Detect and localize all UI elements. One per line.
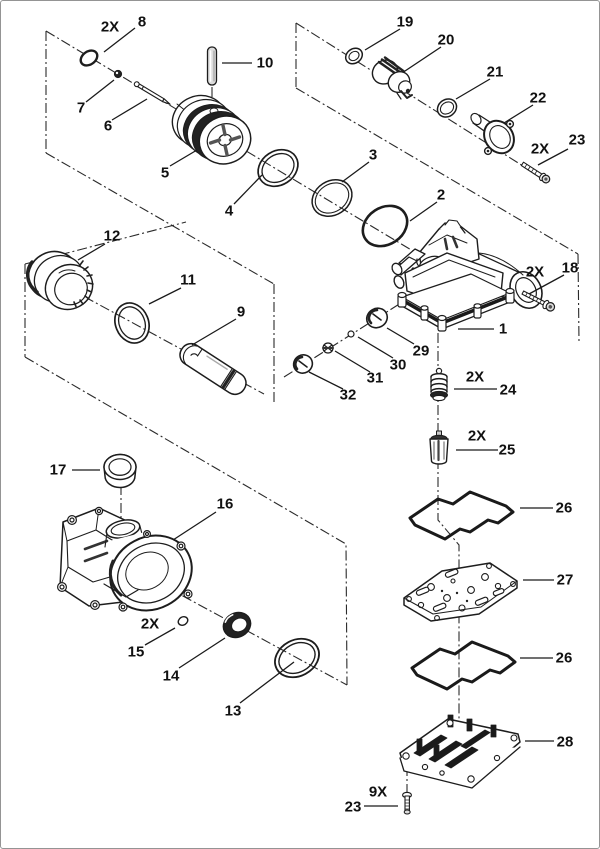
qty-label-24: 2X [465, 368, 485, 386]
callout-9: 9 [236, 303, 246, 321]
part-3-oring [311, 178, 353, 218]
callout-8: 8 [137, 13, 147, 31]
part-23-screw-bottom [402, 791, 413, 815]
callout-27: 27 [556, 571, 574, 589]
callout-12: 12 [103, 227, 121, 245]
part-26-gasket-lower [410, 640, 517, 691]
callout-11: 11 [180, 271, 196, 289]
part-20-solenoid [371, 56, 413, 100]
plane-a-bottom-edge [45, 152, 275, 285]
part-10-pin [206, 46, 218, 86]
part-26-gasket-upper [408, 490, 515, 541]
axis-top-right [295, 22, 551, 184]
part-27-plate [403, 562, 518, 622]
callout-22: 22 [529, 89, 547, 107]
qty-label-23: 2X [530, 140, 550, 158]
part-17-bushing [103, 453, 137, 489]
callout-32: 32 [339, 386, 357, 404]
qty-label-15: 2X [140, 615, 160, 633]
part-8-oring [79, 49, 99, 67]
part-16-housing [56, 506, 193, 612]
callout-3: 3 [368, 146, 378, 164]
plane-b-right-edge [577, 253, 580, 343]
callout-21: 21 [486, 63, 504, 81]
part-21-oring [436, 98, 458, 118]
callout-24: 24 [499, 381, 517, 399]
callout-13: 13 [224, 702, 242, 720]
callout-18: 18 [561, 259, 579, 277]
callout-23: 23 [568, 131, 586, 149]
part-22-retainer [470, 112, 515, 156]
callout-5: 5 [160, 164, 170, 182]
part-7-washer [113, 69, 123, 79]
plane-b-bottom-edge [295, 87, 579, 255]
part-14-seal [222, 611, 252, 639]
qty-label-18: 2X [525, 263, 545, 281]
callout-16: 16 [216, 495, 234, 513]
part-23-screw-top [520, 161, 551, 184]
part-28-manifold [399, 714, 521, 789]
callout-26-lower: 26 [555, 649, 573, 667]
callout-2: 2 [436, 186, 446, 204]
qty-label-23-bottom: 9X [368, 783, 388, 801]
part-24-spring [430, 367, 448, 402]
callout-29: 29 [412, 342, 430, 360]
part-11-oring [114, 302, 150, 344]
callout-30: 30 [389, 356, 407, 374]
callout-17: 17 [49, 461, 67, 479]
part-30-ball [347, 330, 355, 338]
part-31-fitting [322, 342, 334, 354]
callout-1: 1 [498, 320, 508, 338]
callout-14: 14 [162, 667, 180, 685]
callout-6: 6 [103, 117, 113, 135]
part-25-valve [429, 430, 449, 465]
callout-15: 15 [127, 643, 145, 661]
callout-20: 20 [437, 31, 455, 49]
callout-4: 4 [224, 202, 234, 220]
part-15-oring [177, 616, 189, 626]
part-5-piston [171, 94, 252, 165]
part-6-needle [133, 81, 171, 105]
callout-28: 28 [556, 733, 574, 751]
axis-vertical-stack [437, 333, 460, 719]
callout-23-bottom: 23 [344, 798, 362, 816]
callout-26-upper: 26 [555, 499, 573, 517]
part-19-seal-ring [344, 47, 364, 65]
qty-label-25: 2X [467, 427, 487, 445]
qty-label-8: 2X [100, 18, 120, 36]
part-18-screw [521, 290, 556, 312]
callout-19: 19 [396, 13, 414, 31]
part-4-oring [257, 148, 299, 188]
part-12-cap [26, 250, 94, 311]
callout-25: 25 [498, 441, 516, 459]
part-29-plug [365, 307, 389, 329]
part-1-valve-body [391, 219, 543, 332]
callout-10: 10 [256, 54, 274, 72]
part-2-oring [361, 204, 409, 248]
part-13-oring [274, 637, 320, 679]
leader-lines [72, 27, 569, 807]
part-32-plug [292, 354, 314, 374]
part-9-roller [179, 342, 247, 396]
callout-7: 7 [76, 99, 86, 117]
callout-31: 31 [366, 369, 384, 387]
